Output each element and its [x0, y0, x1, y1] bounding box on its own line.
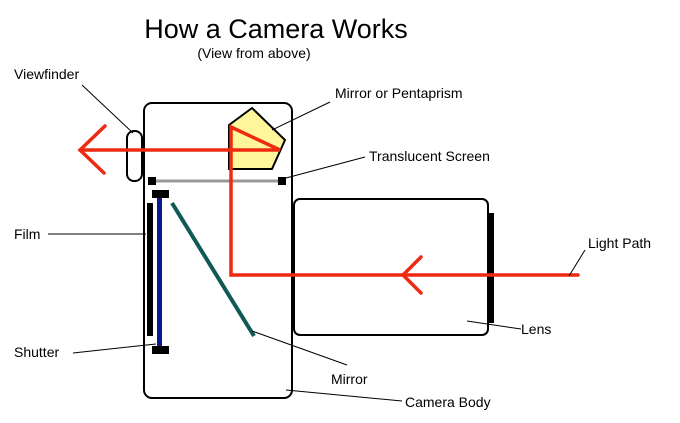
- shutter-cap-top: [152, 190, 169, 198]
- label-shutter: Shutter: [14, 344, 59, 360]
- camera-body: [143, 102, 293, 399]
- screen-mount-left: [148, 177, 156, 185]
- leader-viewfinder: [81, 84, 134, 134]
- diagram-subtitle: (View from above): [197, 45, 310, 61]
- lens-element: [487, 213, 494, 323]
- arrow-out-icon: [77, 124, 107, 175]
- leader-lens: [466, 320, 522, 330]
- label-mirror: Mirror: [331, 371, 368, 387]
- label-translucent-screen: Translucent Screen: [369, 148, 490, 164]
- leader-light-path: [568, 249, 586, 277]
- leader-shutter: [72, 343, 157, 354]
- leader-camera-body: [285, 389, 403, 402]
- leader-mirror: [251, 330, 348, 366]
- screen-mount-right: [278, 177, 286, 185]
- viewfinder-eyepiece: [126, 130, 143, 182]
- leader-pentaprism: [271, 101, 331, 131]
- label-film: Film: [14, 226, 40, 242]
- label-lens: Lens: [521, 321, 551, 337]
- light-path: [77, 124, 580, 295]
- shutter: [157, 196, 162, 348]
- film: [147, 203, 153, 336]
- label-light-path: Light Path: [588, 235, 651, 251]
- light-path-line: [78, 124, 580, 277]
- arrow-in-icon: [400, 255, 423, 295]
- lens-barrel: [293, 198, 489, 336]
- leader-screen: [285, 156, 366, 179]
- label-mirror-pentaprism: Mirror or Pentaprism: [335, 85, 463, 101]
- label-camera-body: Camera Body: [405, 394, 491, 410]
- label-viewfinder: Viewfinder: [14, 66, 79, 82]
- diagram-title: How a Camera Works: [144, 14, 408, 44]
- shutter-cap-bottom: [152, 346, 169, 354]
- mirror: [170, 201, 256, 338]
